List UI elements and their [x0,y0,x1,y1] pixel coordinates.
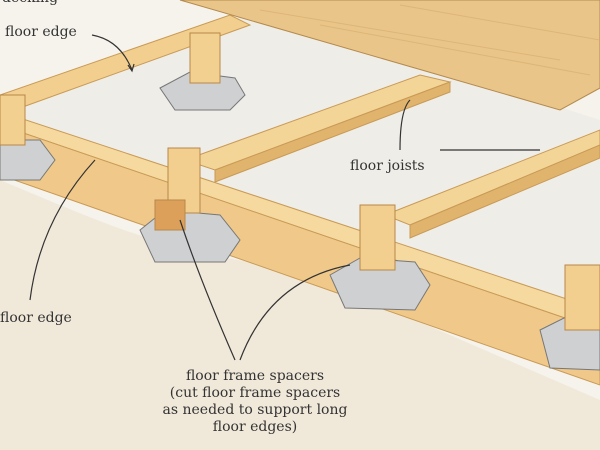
back-floor-edge [0,14,252,119]
spacers-line-4: floor edges) [212,419,298,435]
label-floor-edge-left: floor edge [0,310,72,326]
label-floor-edge-top: floor edge [5,24,77,40]
label-decking: decking [2,0,58,6]
floor-joists [183,74,600,239]
leader-arrows [29,34,540,361]
label-floor-joists: floor joists [350,158,425,174]
spacers-line-2: (cut floor frame spacers [169,385,341,401]
posts [0,32,600,331]
plywood-decking [179,0,600,111]
spacers-line-3: as needed to support long [162,402,348,418]
label-floor-frame-spacers: floor frame spacers (cut floor frame spa… [150,368,360,436]
spacers-line-1: floor frame spacers [185,368,325,384]
foundation-blocks [0,71,600,371]
